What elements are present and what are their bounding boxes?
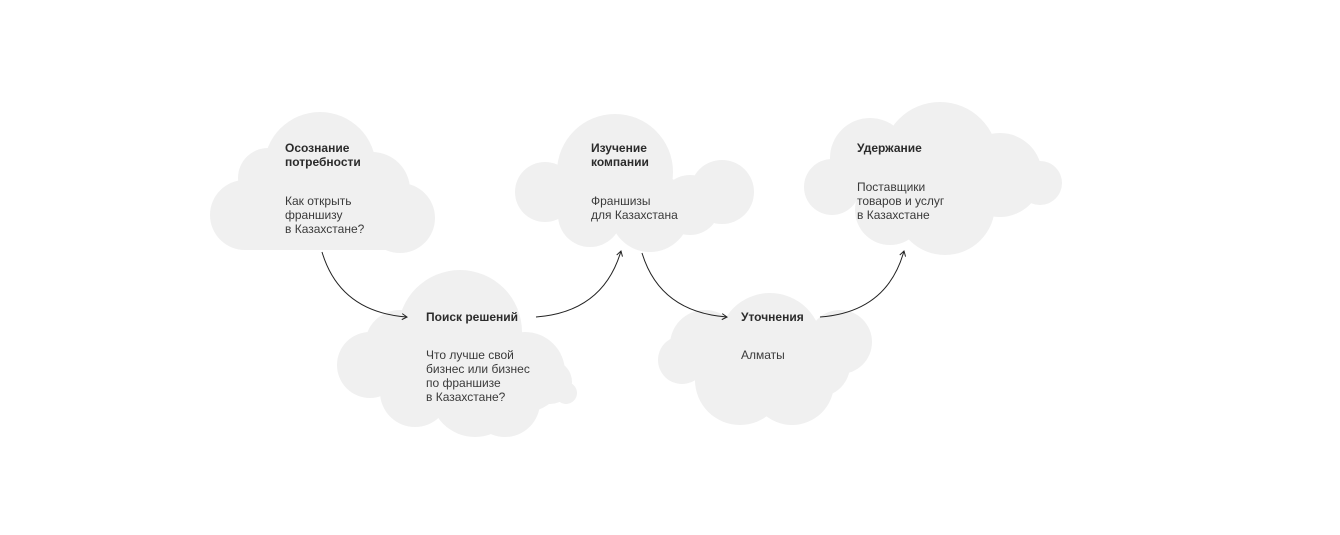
step-title-company-study: Изучение компании [591, 141, 649, 169]
cloud-awareness [210, 112, 435, 253]
cloud-retention [804, 102, 1062, 255]
arrow-2 [535, 250, 623, 318]
arrow-4 [819, 250, 907, 318]
arrow-1 [321, 251, 408, 321]
step-text-awareness: Как открыть франшизу в Казахстане? [285, 194, 365, 236]
step-text-clarification: Алматы [741, 348, 785, 362]
step-title-awareness: Осознание потребности [285, 141, 361, 169]
step-text-company-study: Франшизы для Казахстана [591, 194, 678, 222]
step-title-clarification: Уточнения [741, 310, 804, 324]
cloud-clarification [658, 293, 872, 425]
step-text-retention: Поставщики товаров и услуг в Казахстане [857, 180, 945, 222]
cloud-solution-search [337, 270, 577, 437]
step-title-solution-search: Поиск решений [426, 310, 519, 324]
cloud-company-study [515, 114, 754, 252]
step-text-solution-search: Что лучше свой бизнес или бизнес по фран… [426, 348, 530, 404]
step-title-retention: Удержание [857, 141, 922, 155]
arrow-3 [641, 252, 728, 321]
